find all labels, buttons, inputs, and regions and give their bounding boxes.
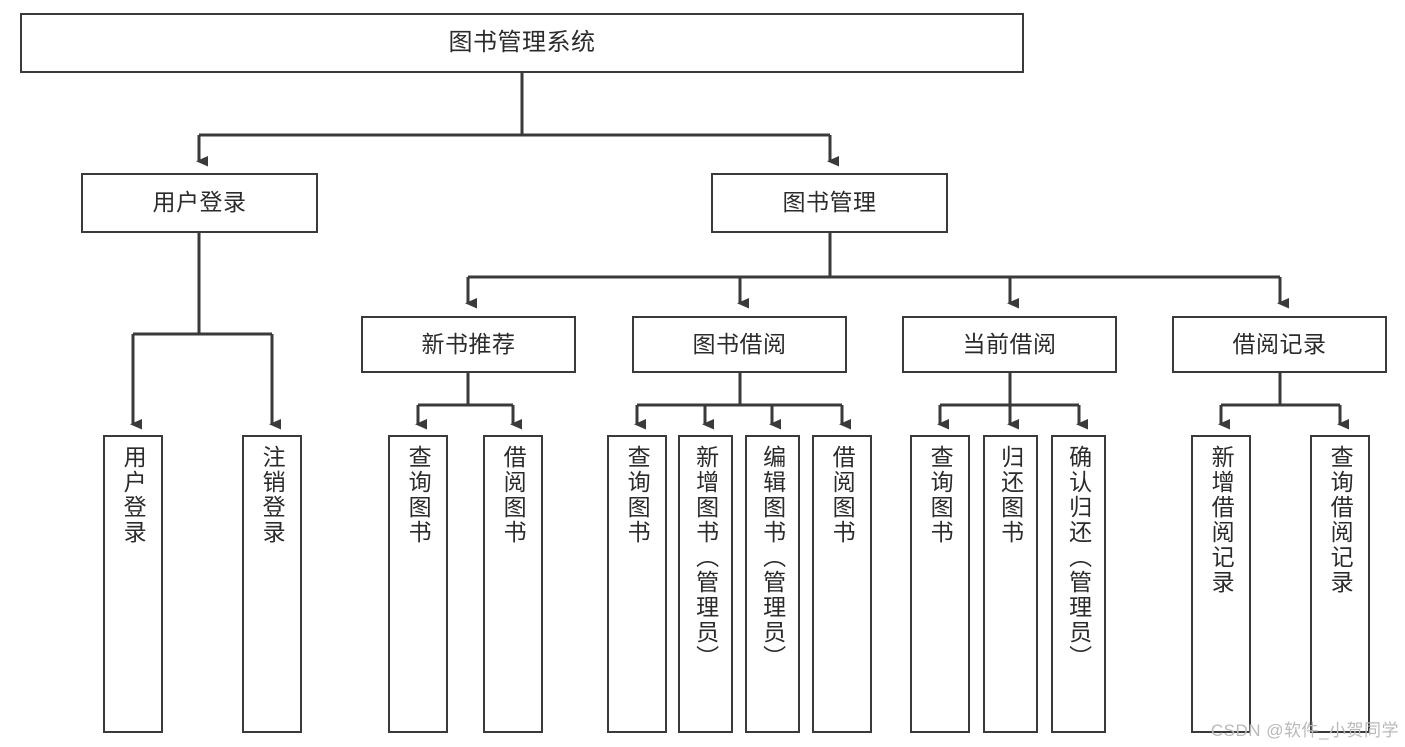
node-leaf-borrow-book[interactable]: 借阅图书	[812, 435, 872, 733]
node-label: 确认归还（管理员）	[1065, 445, 1092, 670]
node-leaf-query-book-current[interactable]: 查询图书	[910, 435, 970, 733]
node-leaf-query-borrow-record[interactable]: 查询借阅记录	[1310, 435, 1370, 733]
node-current-borrow[interactable]: 当前借阅	[902, 316, 1117, 373]
node-label: 查询借阅记录	[1327, 445, 1354, 595]
node-user-login[interactable]: 用户登录	[81, 173, 318, 233]
node-label: 查询图书	[624, 445, 651, 545]
node-label: 图书管理	[782, 189, 877, 216]
node-book-management[interactable]: 图书管理	[711, 173, 948, 233]
node-label: 借阅图书	[829, 445, 856, 545]
node-borrow-record[interactable]: 借阅记录	[1172, 316, 1387, 373]
node-leaf-edit-book-admin[interactable]: 编辑图书（管理员）	[745, 435, 800, 733]
node-label: 编辑图书（管理员）	[759, 445, 786, 670]
node-label: 新增借阅记录	[1208, 445, 1235, 595]
node-label: 借阅图书	[500, 445, 527, 545]
node-label: 图书借阅	[692, 330, 787, 357]
node-leaf-query-book-borrow[interactable]: 查询图书	[607, 435, 667, 733]
node-leaf-add-book-admin[interactable]: 新增图书（管理员）	[678, 435, 733, 733]
node-book-borrow[interactable]: 图书借阅	[632, 316, 847, 373]
node-label: 用户登录	[152, 189, 247, 216]
watermark-text: CSDN @软件_小贺同学	[1210, 721, 1399, 740]
node-label: 用户登录	[120, 445, 147, 545]
node-root-book-management-system[interactable]: 图书管理系统	[20, 13, 1024, 73]
node-label: 注销登录	[259, 445, 286, 545]
node-label: 借阅记录	[1232, 330, 1327, 357]
node-leaf-borrow-book-recommend[interactable]: 借阅图书	[483, 435, 543, 733]
node-label: 图书管理系统	[448, 28, 596, 56]
node-leaf-confirm-return-admin[interactable]: 确认归还（管理员）	[1051, 435, 1106, 733]
node-leaf-add-borrow-record[interactable]: 新增借阅记录	[1191, 435, 1251, 733]
node-label: 查询图书	[405, 445, 432, 545]
node-new-book-recommend[interactable]: 新书推荐	[361, 316, 576, 373]
node-leaf-logout[interactable]: 注销登录	[242, 435, 302, 733]
node-label: 新增图书（管理员）	[692, 445, 719, 670]
node-label: 新书推荐	[421, 330, 516, 357]
node-label: 当前借阅	[962, 330, 1057, 357]
node-label: 查询图书	[927, 445, 954, 545]
node-label: 归还图书	[997, 445, 1024, 545]
node-leaf-query-book-recommend[interactable]: 查询图书	[388, 435, 448, 733]
node-leaf-user-login[interactable]: 用户登录	[103, 435, 163, 733]
node-leaf-return-book[interactable]: 归还图书	[983, 435, 1038, 733]
